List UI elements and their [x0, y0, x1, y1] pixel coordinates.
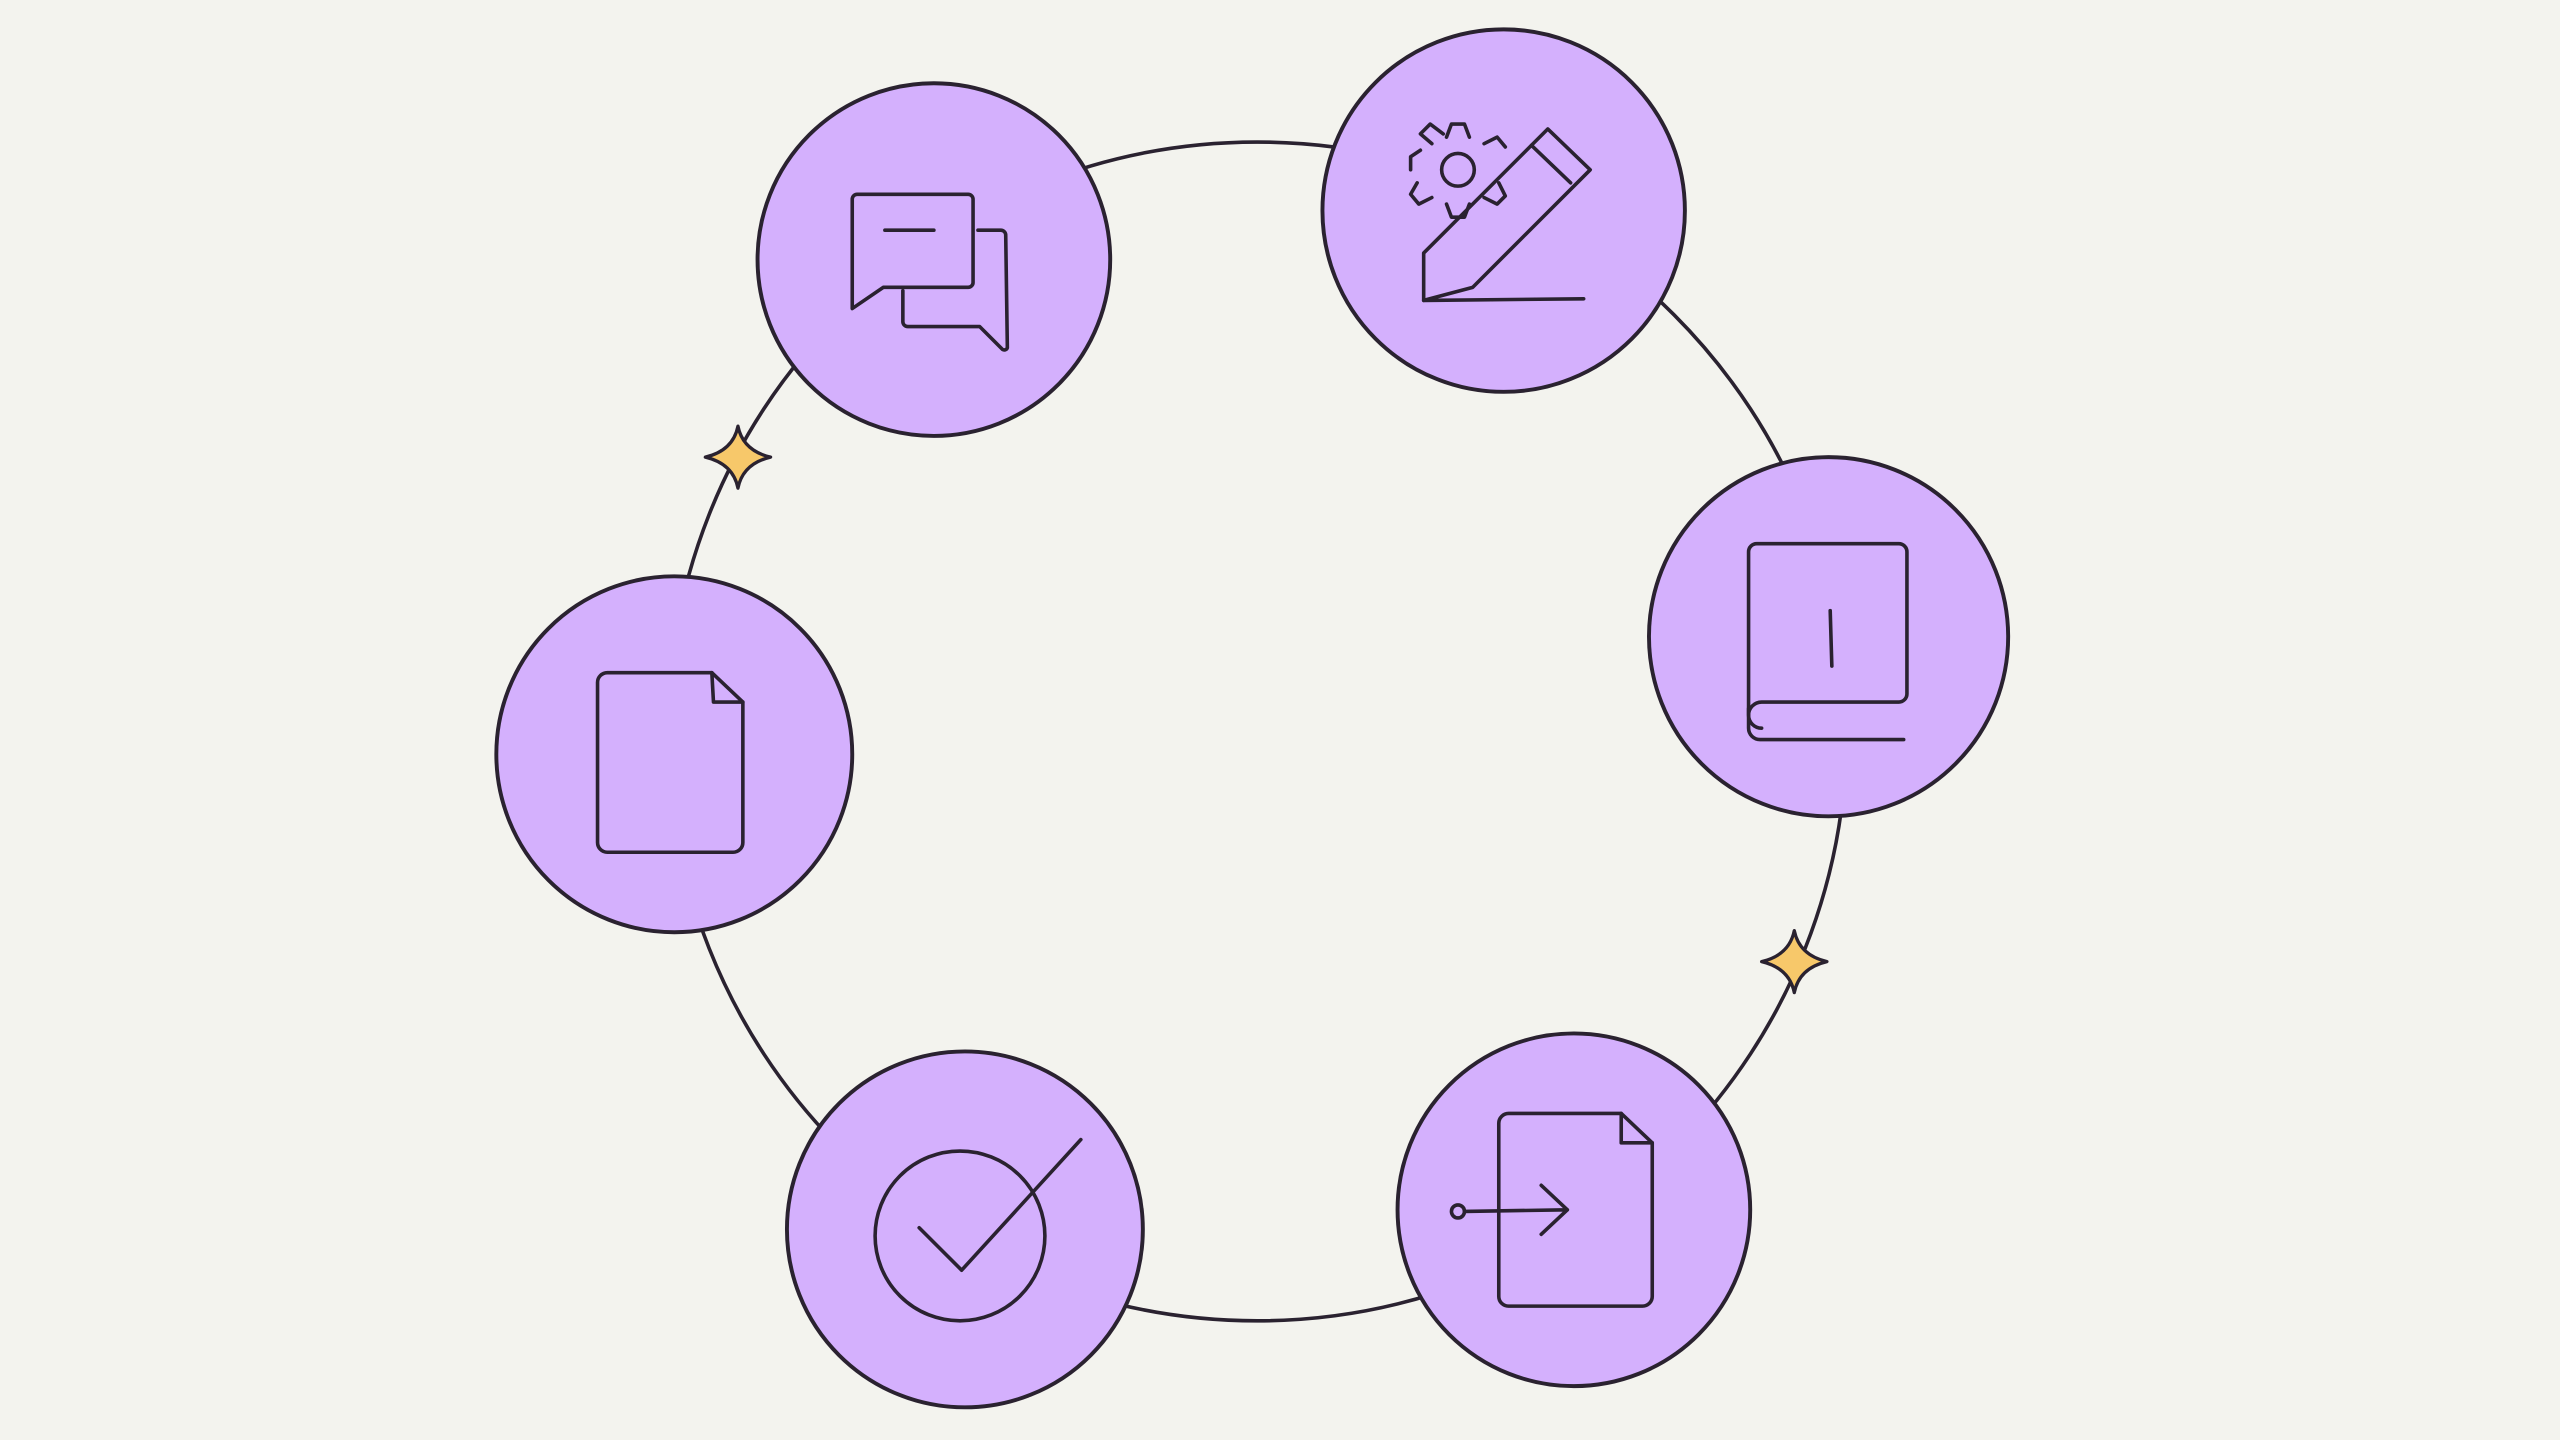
document-icon — [595, 670, 745, 855]
book-icon — [1746, 541, 1909, 742]
node-document — [494, 574, 855, 935]
sparkle-star-icon — [703, 424, 773, 490]
node-check — [784, 1049, 1145, 1410]
node-chat — [755, 81, 1113, 438]
document-import-icon — [1449, 1111, 1655, 1308]
sparkle-star-icon — [1760, 928, 1829, 995]
node-book — [1647, 455, 2011, 819]
node-document-import — [1395, 1031, 1753, 1389]
check-circle-icon — [873, 1137, 1083, 1323]
gear-pencil-icon — [1408, 122, 1592, 303]
node-settings-edit — [1320, 27, 1687, 394]
chat-bubbles-icon — [850, 192, 1010, 352]
